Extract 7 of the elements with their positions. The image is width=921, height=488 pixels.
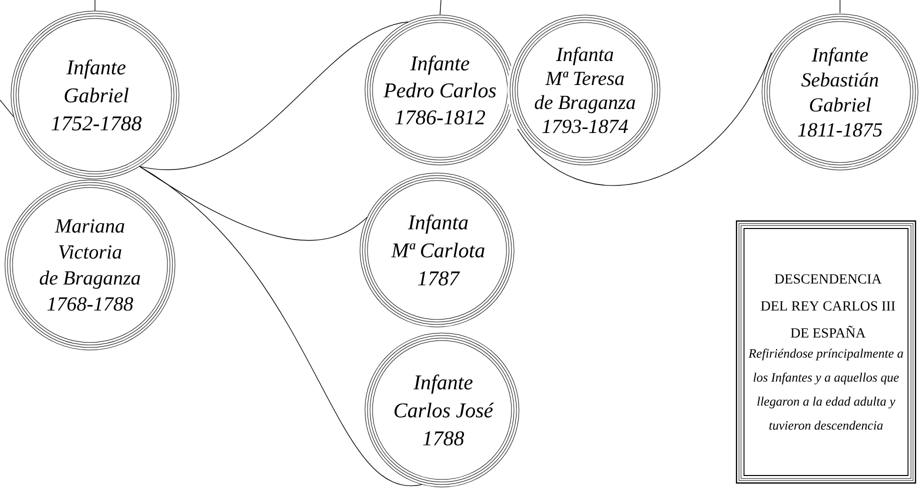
node-label: Infanta Mª Teresa de Braganza 1793-1874: [534, 46, 636, 134]
connector-line: [0, 100, 14, 118]
title-box: DESCENDENCIA DEL REY CARLOS III DE ESPAÑA Refiriéndose príncipalmente a los Infantes y a aquellos que llegaron a la edad adulta y tuvieron descendencia: [736, 220, 916, 484]
connector-line: [440, 0, 442, 16]
connector-line: [139, 22, 409, 170]
connector-line: [139, 166, 422, 485]
connector-line: [94, 0, 96, 12]
